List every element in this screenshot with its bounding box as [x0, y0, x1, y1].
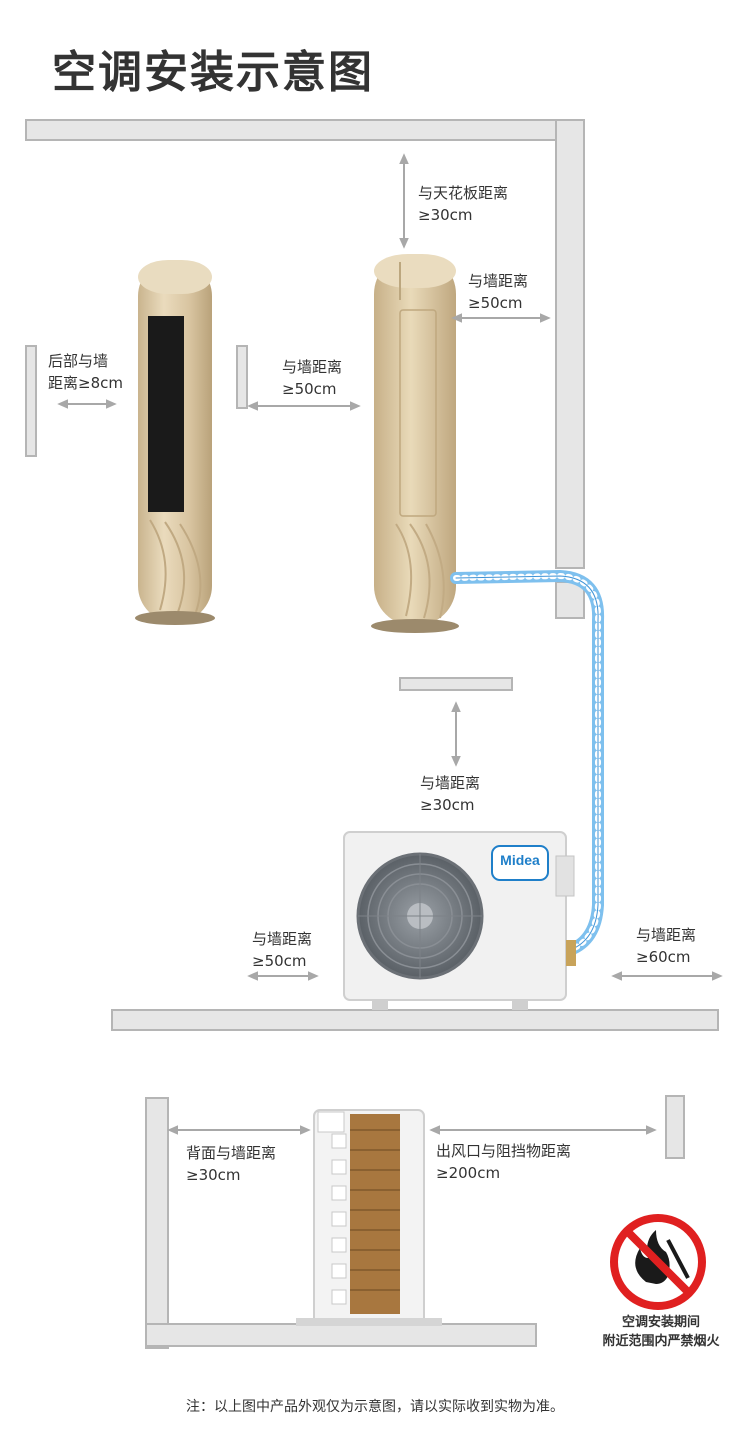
outdoor-right-distance-label: 与墙距离≥60cm: [636, 926, 697, 966]
bottom-floor: [145, 1323, 537, 1347]
ceiling-distance-label: 与天花板距离≥30cm: [418, 184, 509, 224]
indoor-unit-front: [371, 254, 459, 633]
outdoor-top-distance-label: 与墙距离≥30cm: [420, 774, 481, 814]
refrigerant-pipe: [450, 569, 605, 956]
outdoor-left-distance-label: 与墙距离≥50cm: [252, 930, 313, 970]
rear-distance-label: 后部与墙距离≥8cm: [48, 352, 123, 392]
rear-wall-stub: [25, 345, 37, 457]
side-indoor-distance-label: 与墙距离≥50cm: [282, 358, 343, 398]
brand-logo: Midea: [500, 852, 540, 868]
back-wall-distance-label: 背面与墙距离≥30cm: [186, 1144, 277, 1184]
right-wall-upper: [555, 119, 585, 569]
disclaimer-note: 注：以上图中产品外观仅为示意图，请以实际收到实物为准。: [186, 1399, 564, 1415]
outdoor-unit-side: [296, 1109, 442, 1326]
ceiling-wall: [25, 119, 585, 141]
side-wall-stub: [236, 345, 248, 409]
outlet-distance-label: 出风口与阻挡物距离≥200cm: [436, 1142, 572, 1182]
obstacle-wall: [665, 1095, 685, 1159]
overhang-wall: [399, 677, 513, 691]
no-fire-icon: [610, 1214, 706, 1310]
back-wall: [145, 1097, 169, 1349]
floor-slab: [111, 1009, 719, 1031]
right-indoor-distance-label: 与墙距离≥50cm: [468, 272, 529, 312]
outdoor-unit: [343, 831, 576, 1010]
fire-warning-text: 空调安装期间附近范围内严禁烟火: [602, 1315, 720, 1349]
indoor-unit-side: [135, 260, 215, 625]
distance-arrow-icon: [57, 153, 723, 1135]
right-wall-lower: [555, 581, 585, 619]
page-title: 空调安装示意图: [52, 47, 374, 98]
